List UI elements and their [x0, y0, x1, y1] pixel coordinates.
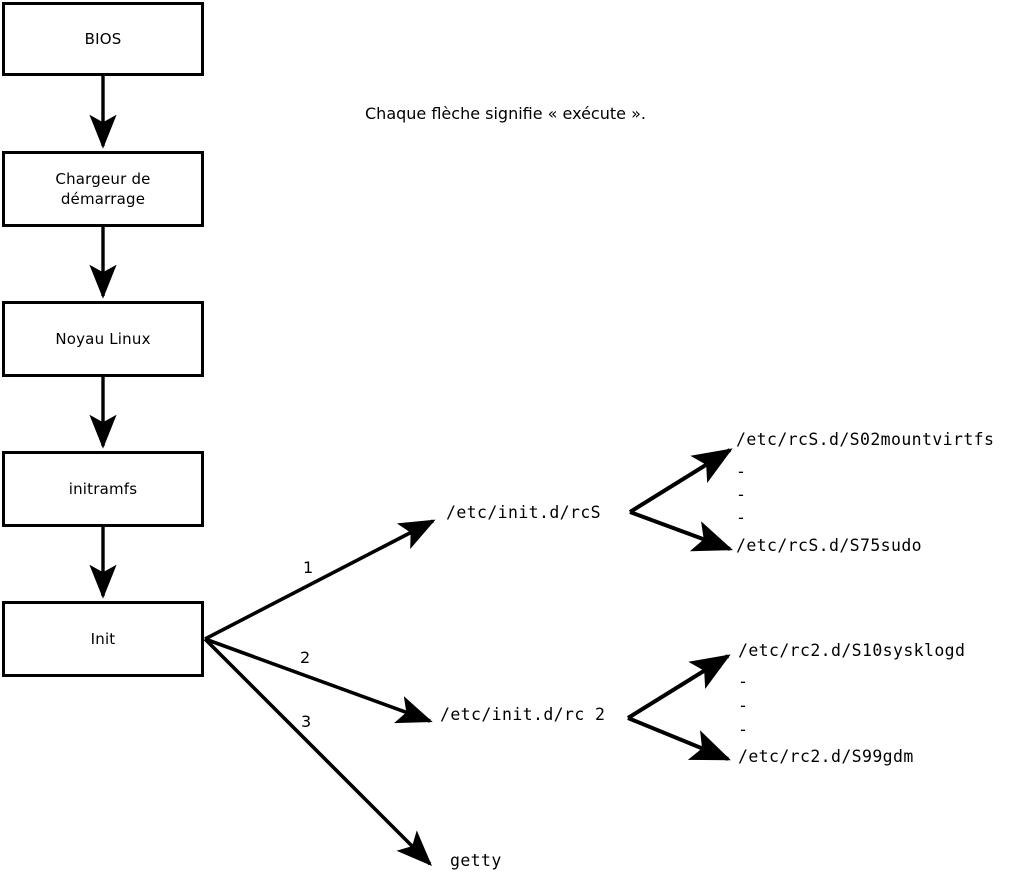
- label-rc2-first-script: /etc/rc2.d/S10sysklogd: [738, 641, 966, 660]
- rc2-ellipsis-dash-1: -: [738, 672, 748, 691]
- arrow-rc2-to-last-script: [627, 716, 731, 761]
- label-rc2-last-script: /etc/rc2.d/S99gdm: [738, 747, 914, 766]
- arrow-rcs-to-first-script: [628, 448, 733, 514]
- branch-number-2: 2: [300, 648, 311, 667]
- node-init-label: Init: [90, 629, 116, 648]
- node-bootloader-label-line2: démarrage: [60, 190, 146, 208]
- node-initramfs-label: initramfs: [68, 479, 138, 498]
- label-rcs-last-script: /etc/rcS.d/S75sudo: [736, 536, 923, 555]
- node-bootloader-label-line1: Chargeur de: [55, 169, 151, 188]
- arrow-init-branch-3: [203, 637, 433, 867]
- label-rcs-first-script: /etc/rcS.d/S02mountvirtfs: [736, 430, 995, 449]
- rc2-ellipsis-dash-3: -: [738, 720, 748, 739]
- node-bootloader[interactable]: Chargeur de démarrage: [2, 151, 204, 227]
- node-bios[interactable]: BIOS: [2, 2, 204, 76]
- branch-number-1: 1: [303, 558, 314, 577]
- arrow-rcs-to-last-script: [629, 510, 734, 552]
- arrow-rc2-to-first-script: [626, 654, 731, 720]
- node-kernel[interactable]: Noyau Linux: [2, 301, 204, 377]
- label-init-d-rcs: /etc/init.d/rcS: [446, 503, 602, 522]
- diagram-caption: Chaque flèche signifie « exécute ».: [365, 104, 646, 123]
- node-init[interactable]: Init: [2, 601, 204, 677]
- arrow-init-branch-2: [204, 637, 433, 724]
- branch-number-3: 3: [301, 712, 312, 731]
- arrow-init-branch-1: [204, 519, 436, 641]
- rc2-ellipsis-dash-2: -: [738, 696, 748, 715]
- rcs-ellipsis-dash-3: -: [736, 508, 746, 527]
- node-kernel-label: Noyau Linux: [55, 329, 151, 348]
- node-bios-label: BIOS: [84, 29, 122, 48]
- rcs-ellipsis-dash-2: -: [736, 485, 746, 504]
- rcs-ellipsis-dash-1: -: [736, 462, 746, 481]
- label-init-d-rc2: /etc/init.d/rc 2: [440, 705, 606, 724]
- node-initramfs[interactable]: initramfs: [2, 451, 204, 527]
- label-getty: getty: [450, 851, 502, 870]
